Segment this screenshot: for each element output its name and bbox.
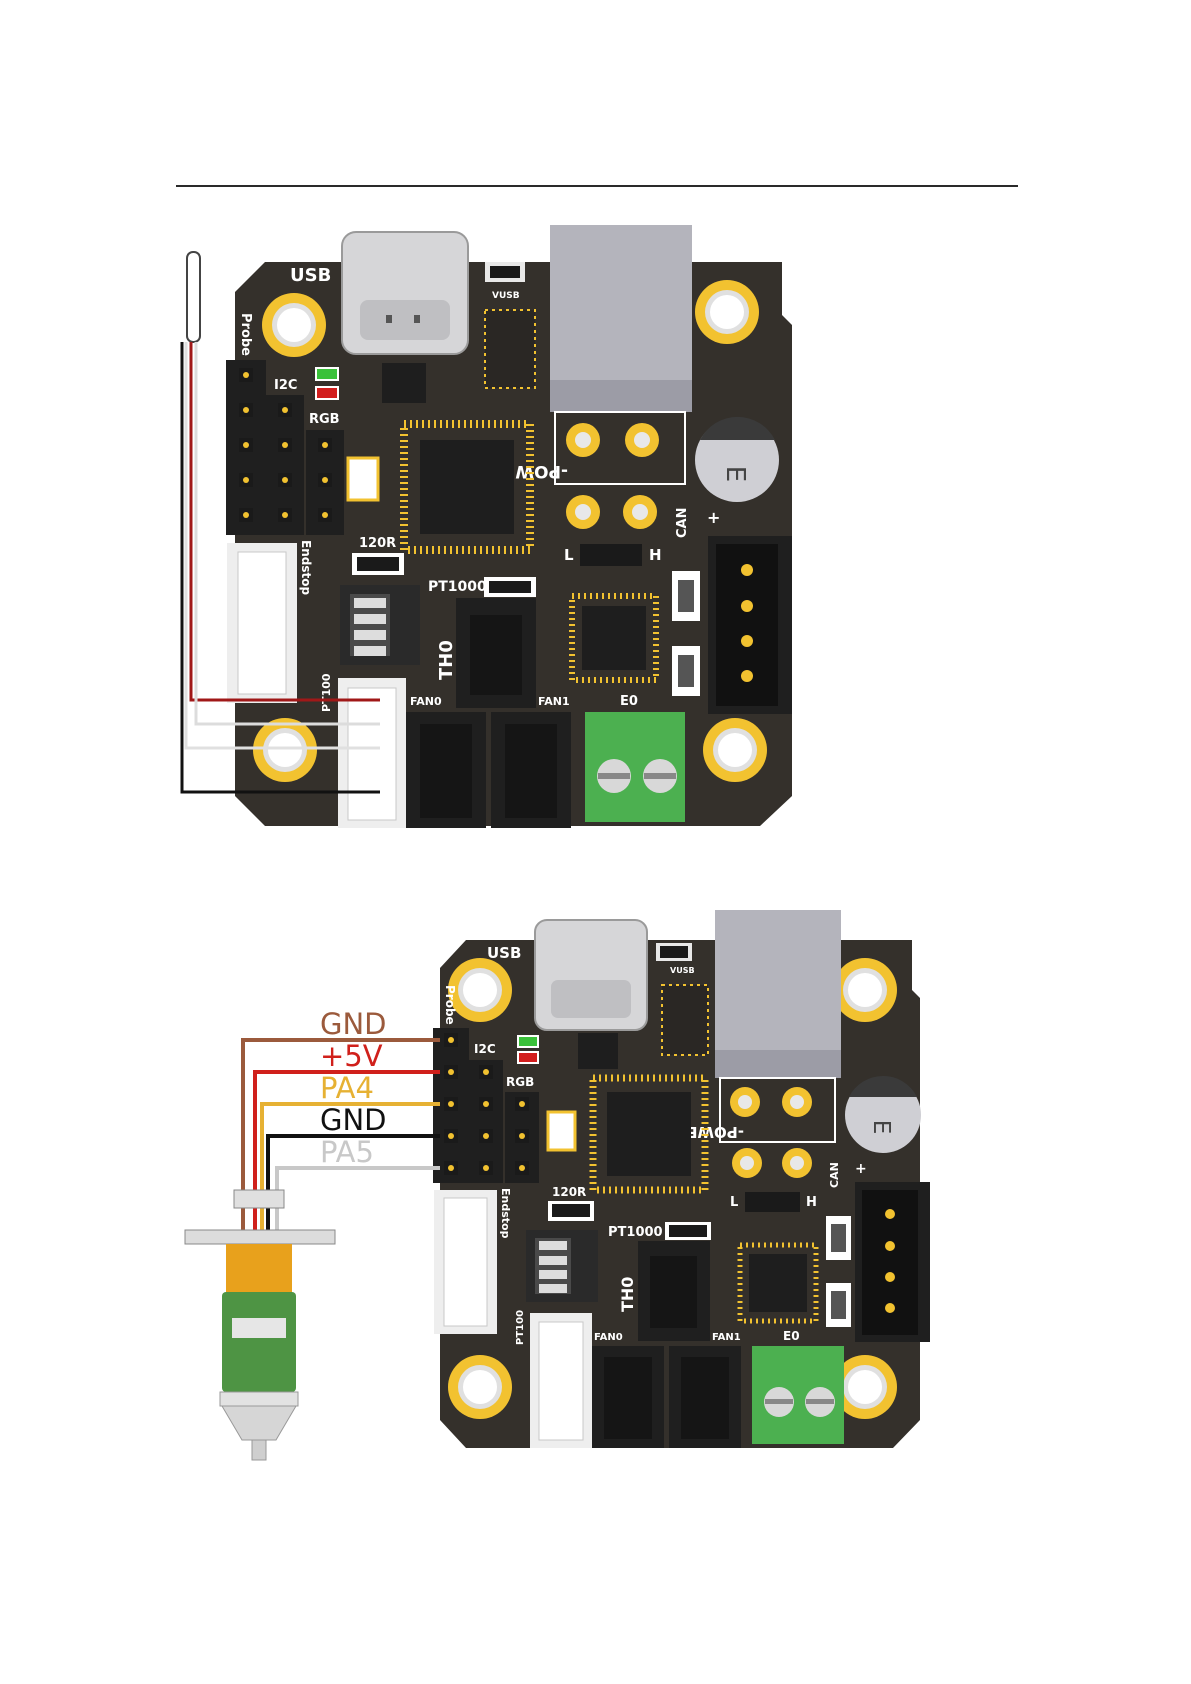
silk-h: H <box>649 546 662 564</box>
silk-h: H <box>806 1195 817 1210</box>
silk-endstop: Endstop <box>299 540 313 595</box>
wire-label-pa4: PA4 <box>320 1071 374 1105</box>
silk-pt1000: PT1000 <box>428 579 487 595</box>
silk-120r: 120R <box>359 536 396 551</box>
silk-pt100: PT100 <box>515 1310 526 1345</box>
i2c-header: I2C <box>469 1042 503 1183</box>
i2c-header: I2C <box>266 378 304 535</box>
silk-e0: E0 <box>620 694 638 709</box>
touch-probe <box>185 1190 335 1460</box>
e0-terminal-block: E0 <box>585 694 685 822</box>
silk-th0: TH0 <box>436 640 457 680</box>
silk-can: CAN <box>675 508 690 538</box>
figure-board-pt1000-wiring: USB VUSB -POWER+ E + L H <box>182 225 792 828</box>
wire-label-pa5: PA5 <box>320 1135 374 1169</box>
wire-label-gnd-1: GND <box>320 1007 387 1041</box>
silk-pt1000: PT1000 <box>608 1225 663 1240</box>
silk-plus: + <box>707 508 720 527</box>
fan1-connector: FAN1 <box>491 695 571 828</box>
silk-l: L <box>730 1195 738 1210</box>
silk-probe: Probe <box>443 985 457 1025</box>
svg-text:E: E <box>720 466 750 482</box>
dip-switch <box>526 1230 598 1302</box>
mounting-hole <box>262 293 326 357</box>
silk-usb: USB <box>487 944 521 962</box>
silk-vusb: VUSB <box>492 291 520 301</box>
silk-fan1: FAN1 <box>538 695 570 708</box>
wire-label-gnd-2: GND <box>320 1103 387 1137</box>
silk-i2c: I2C <box>274 378 297 393</box>
silk-can: CAN <box>828 1162 841 1188</box>
rgb-header: RGB <box>306 412 344 535</box>
figure-board-probe-wiring: USB VUSB -POWER+ E + L H CAN <box>185 910 930 1460</box>
silk-e0: E0 <box>783 1329 800 1343</box>
fan1-connector: FAN1 <box>669 1332 741 1448</box>
silk-plus: + <box>855 1161 867 1177</box>
wire-label-5v: +5V <box>320 1039 383 1073</box>
silk-i2c: I2C <box>474 1042 496 1056</box>
svg-text:E: E <box>868 1120 894 1135</box>
driver-chip <box>740 1245 816 1321</box>
silk-th0: TH0 <box>618 1277 637 1312</box>
silk-vusb: VUSB <box>670 966 695 975</box>
silk-rgb: RGB <box>309 412 340 427</box>
mounting-hole <box>253 718 317 782</box>
silk-endstop: Endstop <box>499 1188 512 1239</box>
fan0-connector: FAN0 <box>406 695 486 828</box>
silk-l: L <box>564 546 574 564</box>
main-mcu-chip <box>593 1078 705 1190</box>
silk-usb: USB <box>290 265 331 286</box>
silk-rgb: RGB <box>506 1075 534 1089</box>
side-4pin-connector <box>708 536 792 714</box>
silk-pt100: PT100 <box>320 673 333 712</box>
main-mcu-chip <box>404 424 530 550</box>
mounting-hole <box>695 280 759 344</box>
silk-fan0: FAN0 <box>594 1332 623 1343</box>
driver-chip <box>572 596 656 680</box>
mounting-hole <box>703 718 767 782</box>
side-4pin-connector <box>855 1182 930 1342</box>
silk-probe: Probe <box>238 313 253 356</box>
dip-switch <box>340 585 420 665</box>
mounting-hole <box>833 958 897 1022</box>
mounting-hole <box>448 1355 512 1419</box>
silk-fan0: FAN0 <box>410 695 442 708</box>
silk-120r: 120R <box>552 1185 586 1199</box>
e0-terminal-block: E0 <box>752 1329 844 1444</box>
silk-fan1: FAN1 <box>712 1332 741 1343</box>
fan0-connector: FAN0 <box>592 1332 664 1448</box>
